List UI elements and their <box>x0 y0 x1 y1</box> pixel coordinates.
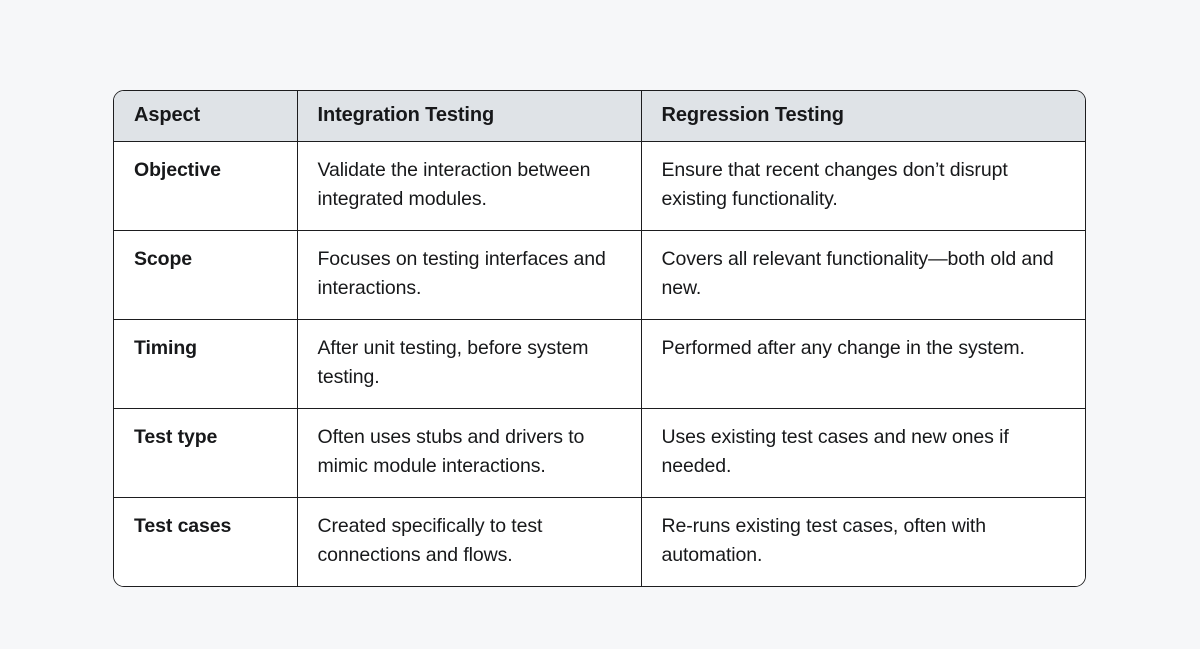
cell-regression-test-cases: Re-runs existing test cases, often with … <box>641 497 1085 586</box>
table-header: Aspect Integration Testing Regression Te… <box>114 91 1085 142</box>
row-label-test-type: Test type <box>114 408 298 498</box>
table-body: Objective Validate the interaction betwe… <box>114 141 1085 586</box>
row-label-timing: Timing <box>114 319 298 409</box>
table-header-row: Aspect Integration Testing Regression Te… <box>114 91 1085 142</box>
cell-regression-test-type: Uses existing test cases and new ones if… <box>641 408 1085 498</box>
cell-integration-objective: Validate the interaction between integra… <box>297 141 642 231</box>
row-label-test-cases: Test cases <box>114 497 298 586</box>
comparison-table-container: Aspect Integration Testing Regression Te… <box>113 90 1086 587</box>
table-row: Test cases Created specifically to test … <box>114 497 1085 586</box>
cell-integration-scope: Focuses on testing interfaces and intera… <box>297 230 642 320</box>
row-label-scope: Scope <box>114 230 298 320</box>
cell-regression-timing: Performed after any change in the system… <box>641 319 1085 409</box>
column-header-aspect: Aspect <box>114 91 298 142</box>
table-row: Objective Validate the interaction betwe… <box>114 141 1085 231</box>
table-row: Timing After unit testing, before system… <box>114 319 1085 409</box>
cell-regression-scope: Covers all relevant functionality—both o… <box>641 230 1085 320</box>
column-header-integration-testing: Integration Testing <box>297 91 642 142</box>
cell-regression-objective: Ensure that recent changes don’t disrupt… <box>641 141 1085 231</box>
cell-integration-test-type: Often uses stubs and drivers to mimic mo… <box>297 408 642 498</box>
column-header-regression-testing: Regression Testing <box>641 91 1085 142</box>
table-row: Test type Often uses stubs and drivers t… <box>114 408 1085 498</box>
cell-integration-test-cases: Created specifically to test connections… <box>297 497 642 586</box>
table-row: Scope Focuses on testing interfaces and … <box>114 230 1085 320</box>
cell-integration-timing: After unit testing, before system testin… <box>297 319 642 409</box>
comparison-table: Aspect Integration Testing Regression Te… <box>114 91 1085 586</box>
row-label-objective: Objective <box>114 141 298 231</box>
